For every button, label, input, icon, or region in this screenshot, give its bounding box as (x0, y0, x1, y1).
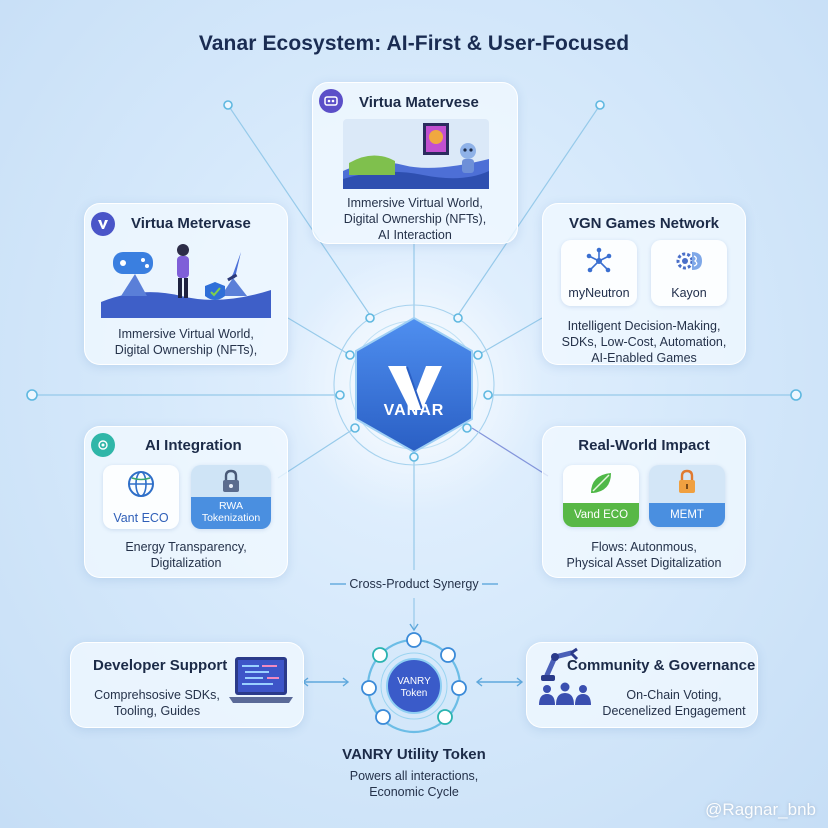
card-title: Virtua Matervese (359, 94, 479, 111)
vanry-token-inner-label: VANRY Token (397, 676, 431, 699)
robot-arm-people-icon (539, 647, 591, 705)
tile-myneutron[interactable]: myNeutron (561, 240, 637, 306)
orbit-node-icon (440, 647, 456, 663)
card-description: On-Chain Voting, Decenelized Engagement (602, 688, 746, 718)
cross-product-synergy-label: Cross-Product Synergy (349, 577, 479, 591)
laptop-code-icon (229, 657, 293, 703)
vanar-label: VANAR (383, 402, 445, 419)
vanry-utility-token-title: VANRY Utility Token (342, 746, 486, 763)
card-title: Real-World Impact (578, 437, 710, 454)
spoke-right (477, 317, 543, 356)
node-dot (409, 452, 419, 462)
node-dot (350, 423, 360, 433)
gaming-scene-illustration (101, 244, 271, 318)
card-description: Immersive Virtual World, Digital Ownersh… (114, 327, 258, 357)
node-dot (483, 390, 493, 400)
v-logo-icon (91, 212, 115, 236)
tile-kayon[interactable]: Kayon (651, 240, 727, 306)
vanry-utility-token-description: Powers all interactions, Economic Cycle (349, 769, 479, 799)
node-dot (26, 389, 38, 401)
node-dot (462, 423, 472, 433)
tile-label: myNeutron (568, 286, 630, 300)
network-nodes-icon (586, 247, 612, 273)
card-community-governance[interactable]: Community & Governance On-Chain Voting, … (526, 642, 758, 728)
ai-chip-icon (91, 433, 115, 457)
padlock-icon (679, 469, 695, 493)
card-description: Comprehsosive SDKs, Tooling, Guides (94, 688, 220, 718)
node-dot (473, 350, 483, 360)
card-title: Community & Governance (567, 657, 756, 674)
tile-label: Kayon (671, 286, 707, 300)
node-dot (790, 389, 802, 401)
ring-outer (333, 304, 495, 466)
spoke-far-top-left (227, 104, 373, 319)
card-virtua-matervese[interactable]: Virtua Matervese Immersive Virtual World… (312, 82, 518, 244)
orbit-node-icon (451, 680, 467, 696)
down-arrow-icon (409, 623, 419, 632)
card-description: Immersive Virtual World, Digital Ownersh… (343, 196, 487, 242)
metaverse-scene-illustration (343, 119, 489, 189)
orbit-node-icon (375, 709, 391, 725)
node-dot (365, 313, 375, 323)
gear-brain-icon (676, 252, 702, 270)
card-vgn-games-network[interactable]: VGN Games Network myNeutron Kayon Intell… (542, 203, 746, 365)
node-dot (345, 350, 355, 360)
card-ai-integration[interactable]: AI Integration Vant ECO RWA Tokenization… (84, 426, 288, 578)
tile-label: RWA Tokenization (191, 497, 271, 529)
tile-vand-eco[interactable]: Vand ECO (563, 465, 639, 527)
tile-label-band: MEMT (649, 503, 725, 527)
leaf-icon (591, 473, 611, 493)
card-description: Flows: Autonmous, Physical Asset Digital… (566, 540, 722, 570)
orbit-node-icon (406, 632, 422, 648)
spoke-left (287, 317, 351, 356)
page-title: Vanar Ecosystem: AI-First & User-Focused (198, 32, 630, 55)
lock-icon (223, 469, 239, 492)
orbit-node-icon (361, 680, 377, 696)
tile-memt[interactable]: MEMT (649, 465, 725, 527)
node-dot (595, 100, 605, 110)
card-title: VGN Games Network (568, 215, 720, 232)
metaverse-badge-icon (319, 89, 343, 113)
card-real-world-impact[interactable]: Real-World Impact Vand ECO MEMT Flows: A… (542, 426, 746, 578)
orbit-node-icon (437, 709, 453, 725)
vanry-token-coin[interactable] (386, 658, 442, 714)
tile-vant-eco[interactable]: Vant ECO (103, 465, 179, 529)
card-title: Developer Support (93, 657, 228, 674)
tile-rwa-tokenization[interactable]: RWA Tokenization (191, 465, 271, 529)
tile-label-band: Vand ECO (563, 503, 639, 527)
globe-icon (128, 471, 154, 497)
orbit-node-icon (372, 647, 388, 663)
card-virtua-metervase[interactable]: Virtua Metervase Immersive Virtual World… (84, 203, 288, 365)
vanar-v-logo-icon (388, 366, 442, 410)
watermark: @Ragnar_bnb (705, 800, 816, 819)
card-title: Virtua Metervase (131, 215, 251, 232)
card-developer-support[interactable]: Developer Support Comprehsosive SDKs, To… (70, 642, 304, 728)
token-inner-ring (380, 652, 448, 720)
card-title: AI Integration (145, 437, 242, 454)
spoke-far-top-right (455, 104, 601, 319)
node-dot (335, 390, 345, 400)
node-dot (223, 100, 233, 110)
node-dot (453, 313, 463, 323)
spoke-lower-right (471, 427, 549, 477)
card-description: Energy Transparency, Digitalization (125, 540, 247, 570)
tile-label: Vant ECO (113, 511, 169, 525)
card-description: Intelligent Decision-Making, SDKs, Low-C… (561, 319, 727, 365)
spoke-lower-left (277, 427, 356, 479)
